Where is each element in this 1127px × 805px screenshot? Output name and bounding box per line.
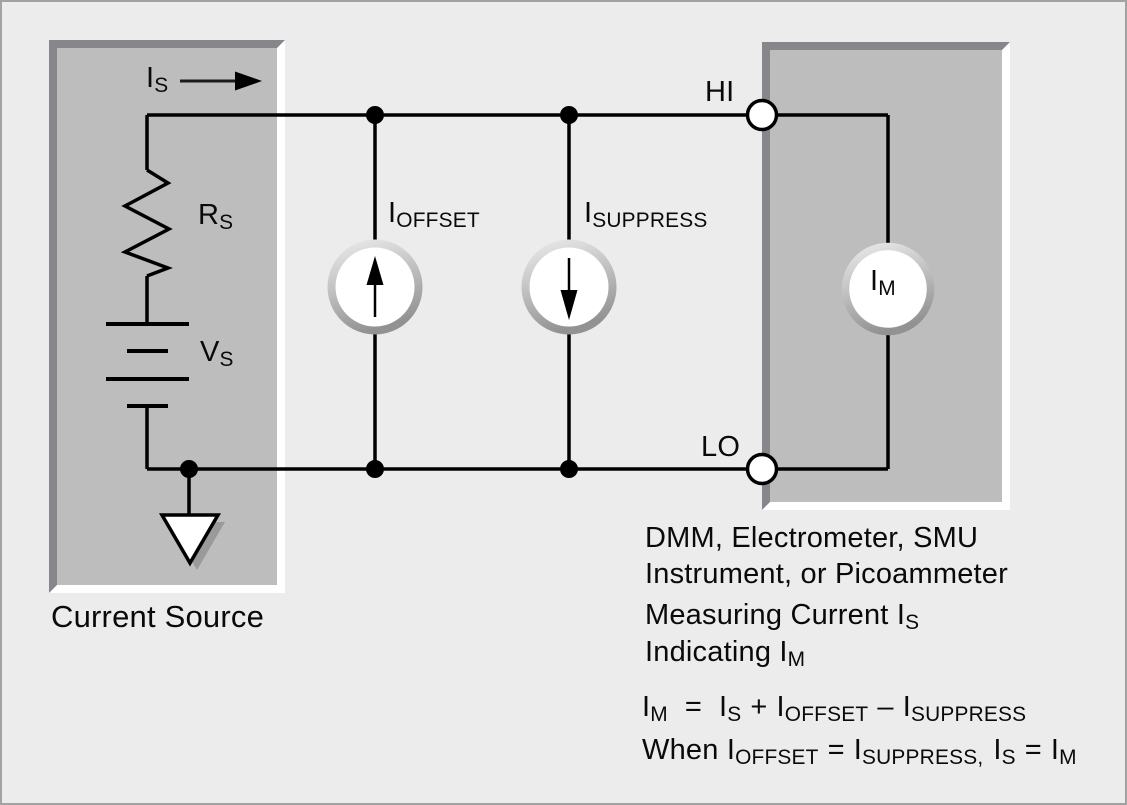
suppress-current-source — [521, 239, 617, 335]
current-source-box — [49, 40, 285, 593]
formula-term: IOFFSET — [776, 691, 869, 727]
formula-term: IS — [993, 734, 1016, 770]
circuit-wires — [145, 113, 890, 471]
equals-sign: = — [1024, 734, 1042, 766]
meter-description-line3: Measuring Current IS — [645, 599, 920, 635]
meter-description-line4: Indicating IM — [645, 636, 806, 672]
plus-sign: + — [750, 691, 768, 723]
current-flow-arrow-icon — [180, 71, 262, 91]
isuppress-label: ISUPPRESS — [584, 197, 708, 233]
current-source-caption: Current Source — [51, 599, 265, 634]
junction-dots — [180, 106, 578, 478]
junction-dot — [366, 106, 384, 124]
is-label: IS — [146, 62, 169, 98]
formula-im-equation: IM = IS+IOFFSET–ISUPPRESS — [642, 691, 1027, 727]
ioffset-label: IOFFSET — [388, 197, 480, 233]
rs-label: RS — [198, 199, 234, 235]
vs-label: VS — [200, 336, 234, 372]
formula-term: ISUPPRESS, — [853, 734, 984, 770]
formula-term: ISUPPRESS — [902, 691, 1027, 727]
formula-term: When IOFFSET — [642, 734, 819, 770]
hi-terminal — [745, 98, 779, 132]
formula-condition: When IOFFSET=ISUPPRESS,IS=IM — [642, 734, 1077, 770]
up-arrow-icon — [366, 256, 384, 317]
hi-label: HI — [705, 76, 735, 108]
formula-term: IS — [719, 691, 742, 727]
equals-sign: = — [684, 691, 702, 723]
junction-dot — [180, 460, 198, 478]
offset-current-source — [327, 239, 423, 335]
lo-terminal — [745, 452, 779, 486]
junction-dot — [560, 460, 578, 478]
battery-symbol — [106, 322, 189, 408]
resistor-symbol — [120, 168, 173, 278]
formula-term: IM — [642, 691, 668, 727]
meter-description-line1: DMM, Electrometer, SMU — [645, 522, 979, 554]
minus-sign: – — [877, 691, 894, 723]
junction-dot — [366, 460, 384, 478]
im-label: IM — [870, 265, 896, 301]
down-arrow-icon — [560, 258, 578, 320]
formula-term: IM — [1050, 734, 1077, 770]
junction-dot — [560, 106, 578, 124]
meter-description-line2: Instrument, or Picoammeter — [645, 558, 1008, 590]
lo-label: LO — [701, 431, 741, 463]
equals-sign: = — [827, 734, 845, 766]
ammeter-circle — [841, 242, 935, 336]
ground-icon — [158, 469, 225, 570]
